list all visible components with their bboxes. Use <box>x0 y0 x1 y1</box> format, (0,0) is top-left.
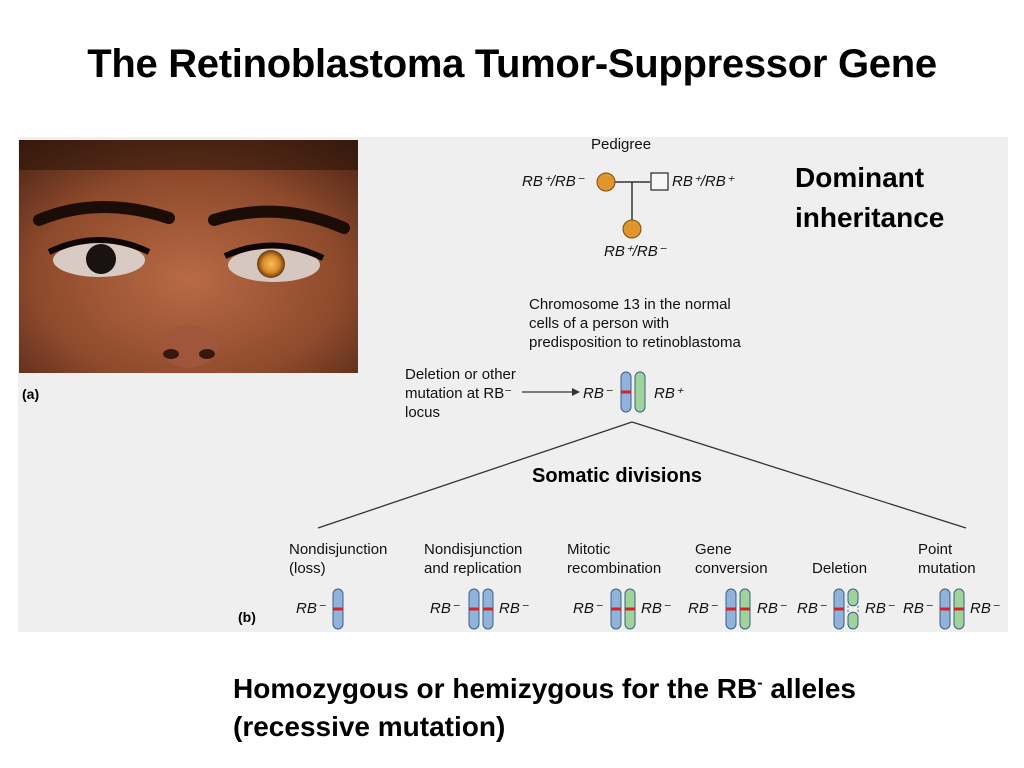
affected-mother-symbol <box>596 172 616 192</box>
mutation-note-line2: mutation at RB⁻ <box>405 385 513 402</box>
chromosome <box>468 588 480 630</box>
chromosome-deleted <box>847 588 859 630</box>
mechanism-line2: (loss) <box>289 560 326 577</box>
chromosome <box>332 588 344 630</box>
rb-label: RB⁻ <box>430 600 459 617</box>
somatic-line-left <box>317 421 633 529</box>
child-genotype: RB⁺/RB⁻ <box>604 243 666 260</box>
chromosome <box>610 588 622 630</box>
panel-b-label: (b) <box>238 609 256 625</box>
mechanism-line2: and replication <box>424 560 522 577</box>
rb-label: RB⁻ <box>903 600 932 617</box>
chromosome-note-line1: Chromosome 13 in the normal <box>529 296 731 313</box>
chromosome-group <box>332 371 965 630</box>
mechanism-line1: Point <box>918 541 953 558</box>
mechanism-line2: Deletion <box>812 560 868 577</box>
rb-label: RB⁻ <box>573 600 602 617</box>
mutation-note-line3: locus <box>405 404 441 421</box>
mechanism-label-nondisjunction-loss: Nondisjunction (loss) <box>289 540 387 578</box>
caption-line2: (recessive mutation) <box>233 711 506 742</box>
chromosome <box>482 588 494 630</box>
caption-line1-pre: Homozygous or hemizygous for the RB <box>233 673 758 704</box>
mutation-arrow-head <box>572 388 580 396</box>
pair-left-label: RB⁻ <box>583 385 612 402</box>
dominant-line2: inheritance <box>795 202 945 233</box>
somatic-line-right <box>631 421 967 529</box>
dominant-line1: Dominant <box>795 162 925 193</box>
slide-title: The Retinoblastoma Tumor-Suppressor Gene <box>87 42 937 86</box>
mechanism-line2: mutation <box>918 560 976 577</box>
chromosome-rb-plus <box>634 371 646 413</box>
caption-line1-post: alleles <box>762 673 856 704</box>
mechanism-label-nondisjunction-replication: Nondisjunction and replication <box>424 540 522 578</box>
unaffected-father-symbol <box>650 172 669 191</box>
rb-label: RB⁻ <box>296 600 325 617</box>
mechanism-line1: Nondisjunction <box>289 541 388 558</box>
rb-label: RB⁻ <box>797 600 826 617</box>
mechanism-line2: recombination <box>567 560 662 577</box>
rb-label: RB⁻ <box>865 600 894 617</box>
mechanism-label-gene-conversion: Gene conversion <box>695 540 768 578</box>
chromosome <box>624 588 636 630</box>
pair-right-label: RB⁺ <box>654 385 683 402</box>
pedigree-heading: Pedigree <box>591 136 652 153</box>
chromosome <box>725 588 737 630</box>
rb-label: RB⁻ <box>641 600 670 617</box>
chromosome-rb-minus <box>620 371 632 413</box>
panel-a-label: (a) <box>22 386 40 402</box>
caption-line1: Homozygous or hemizygous for the RB- all… <box>233 670 856 708</box>
affected-child-symbol <box>622 219 642 239</box>
chromosome <box>739 588 751 630</box>
rb-label: RB⁻ <box>970 600 999 617</box>
rb-label: RB⁻ <box>688 600 717 617</box>
mechanism-line2: conversion <box>695 560 768 577</box>
chromosome-note-line2: cells of a person with <box>529 315 670 332</box>
chromosome <box>833 588 845 630</box>
father-genotype: RB⁺/RB⁺ <box>672 173 734 190</box>
chromosome <box>939 588 951 630</box>
mechanism-line1: Nondisjunction <box>424 541 523 558</box>
mechanism-label-mitotic-recombination: Mitotic recombination <box>567 540 661 578</box>
caption: Homozygous or hemizygous for the RB- all… <box>233 670 856 746</box>
mechanism-label-deletion: Deletion <box>812 540 867 578</box>
mechanism-line1: Mitotic <box>567 541 611 558</box>
chromosome <box>953 588 965 630</box>
dominant-inheritance-label: Dominant inheritance <box>795 158 944 238</box>
mutation-note: Deletion or other mutation at RB⁻ locus <box>405 365 516 422</box>
mechanism-line1: Gene <box>695 541 732 558</box>
rb-label: RB⁻ <box>757 600 786 617</box>
mutation-note-line1: Deletion or other <box>405 366 516 383</box>
patient-eye-photo <box>19 140 358 373</box>
somatic-divisions-label: Somatic divisions <box>532 465 703 487</box>
caption-superscript: - <box>757 674 763 692</box>
mother-genotype: RB⁺/RB⁻ <box>522 173 584 190</box>
chromosome-note-line3: predisposition to retinoblastoma <box>529 334 741 351</box>
chromosome-note: Chromosome 13 in the normal cells of a p… <box>529 295 741 352</box>
rb-label: RB⁻ <box>499 600 528 617</box>
mechanism-label-point-mutation: Point mutation <box>918 540 976 578</box>
